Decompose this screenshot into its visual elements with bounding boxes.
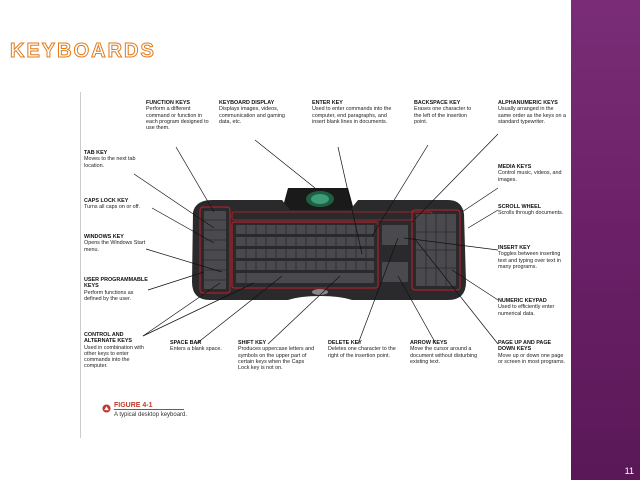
sidebar-band: 11	[571, 0, 640, 480]
figure-caption-text: A typical desktop keyboard.	[114, 412, 188, 418]
caption-divider	[114, 409, 184, 410]
figure-label: FIGURE 4-1	[114, 402, 153, 409]
book-logo-icon	[102, 404, 111, 413]
slide-title: KEYBOARDS	[10, 40, 156, 63]
figure-caption: FIGURE 4-1 A typical desktop keyboard.	[100, 402, 210, 419]
slide-number: 11	[624, 466, 634, 476]
